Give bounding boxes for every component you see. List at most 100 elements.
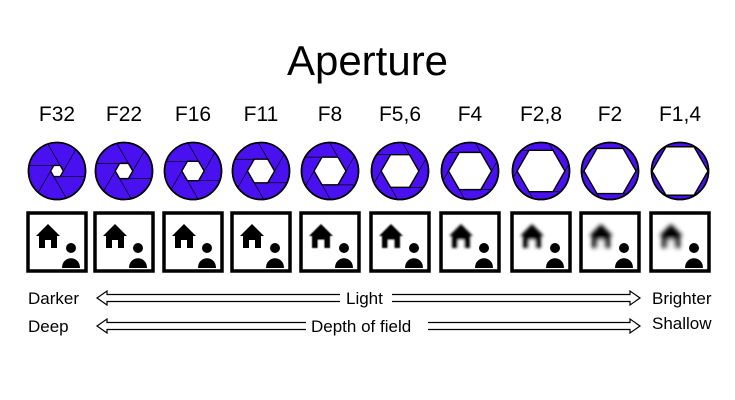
scene-frame-icon xyxy=(230,211,292,273)
person-icon xyxy=(129,243,147,268)
fstop-label: F32 xyxy=(38,103,76,126)
iris-blade-edge xyxy=(164,170,183,200)
iris-icon xyxy=(650,141,710,201)
house-icon xyxy=(240,224,264,248)
iris-blade-edge xyxy=(119,178,140,200)
house-icon xyxy=(589,224,613,248)
iris-opening xyxy=(380,153,420,189)
iris-blade-edge xyxy=(39,142,61,166)
fstop-label: F4 xyxy=(457,103,483,126)
iris-opening xyxy=(313,156,347,186)
iris-ring xyxy=(370,141,430,201)
iris-ring xyxy=(511,141,571,201)
person-icon xyxy=(405,243,423,268)
depth-left-label: Deep xyxy=(28,317,69,336)
person-icon xyxy=(685,243,703,268)
house-icon xyxy=(659,224,683,248)
fstop-label: F2 xyxy=(597,103,623,126)
iris-ring xyxy=(27,141,87,201)
person-icon xyxy=(266,243,284,268)
house-icon xyxy=(379,224,403,248)
iris-opening xyxy=(516,149,566,193)
scene-frame-icon xyxy=(369,211,431,273)
iris-opening xyxy=(180,160,206,182)
iris-blade-edge xyxy=(390,187,411,200)
iris-icon xyxy=(94,141,154,201)
scene-frame-icon xyxy=(93,211,155,273)
scene-frame-icon xyxy=(579,211,641,273)
iris-icon xyxy=(580,141,640,201)
depth-center-label: Depth of field xyxy=(311,317,412,336)
light-left-label: Darker xyxy=(28,289,80,308)
depth-right-label: Shallow xyxy=(652,314,712,333)
light-label-gap xyxy=(340,289,392,307)
iris-opening xyxy=(583,147,637,195)
iris-ring xyxy=(94,141,154,201)
iris-icon xyxy=(163,141,223,201)
iris-ring xyxy=(440,141,500,201)
iris-blade-edge xyxy=(30,170,51,200)
iris-blade-edge xyxy=(253,182,275,200)
person-icon xyxy=(335,243,353,268)
light-right-label: Brighter xyxy=(652,289,712,308)
iris-blade-edge xyxy=(187,180,208,200)
fstop-label: F2,8 xyxy=(519,103,563,126)
iris-blade-edge xyxy=(132,142,153,172)
iris-icon xyxy=(370,141,430,201)
iris-ring xyxy=(163,141,223,201)
iris-icon xyxy=(27,141,87,201)
fstop-label: F22 xyxy=(105,103,143,126)
house-icon xyxy=(449,224,473,248)
light-center-label: Light xyxy=(346,289,383,308)
iris-icon xyxy=(231,141,291,201)
house-icon xyxy=(103,224,127,248)
fstop-label: F8 xyxy=(317,103,343,126)
person-icon xyxy=(198,243,216,268)
iris-opening xyxy=(246,158,276,184)
iris-blade-edge xyxy=(95,170,116,200)
iris-ring xyxy=(650,141,710,201)
person-icon xyxy=(475,243,493,268)
iris-blade-edge xyxy=(371,170,382,200)
iris-blade-edge xyxy=(178,142,199,162)
iris-blade-edge xyxy=(458,189,480,200)
scene-frame-icon xyxy=(162,211,224,273)
iris-icon xyxy=(440,141,500,201)
iris-opening xyxy=(447,151,493,191)
fstop-label: F1,4 xyxy=(658,103,702,126)
iris-blade-edge xyxy=(53,176,75,200)
scene-frame-icon xyxy=(439,211,501,273)
person-icon xyxy=(546,243,564,268)
iris-blade-edge xyxy=(321,184,343,200)
scene-frame-icon xyxy=(299,211,361,273)
depth-label-gap xyxy=(306,317,428,335)
iris-ring xyxy=(580,141,640,201)
person-icon xyxy=(615,243,633,268)
person-icon xyxy=(62,243,80,268)
iris-blade-edge xyxy=(63,142,84,172)
iris-blade-edge xyxy=(460,142,482,153)
house-icon xyxy=(172,224,196,248)
iris-blade-edge xyxy=(491,142,499,172)
iris-ring xyxy=(231,141,291,201)
scene-frame-icon xyxy=(649,211,711,273)
house-icon xyxy=(309,224,333,248)
iris-icon xyxy=(300,141,360,201)
iris-blade-edge xyxy=(203,142,222,172)
fstop-label: F16 xyxy=(174,103,212,126)
iris-blade-edge xyxy=(441,170,449,200)
iris-blade-edge xyxy=(108,142,129,164)
fstop-label: F11 xyxy=(243,103,279,126)
scene-frame-icon xyxy=(26,211,88,273)
iris-icon xyxy=(511,141,571,201)
house-icon xyxy=(520,224,544,248)
iris-opening xyxy=(114,162,134,180)
iris-opening xyxy=(49,164,65,178)
iris-blade-edge xyxy=(247,142,269,160)
diagram-title: Aperture xyxy=(286,37,449,84)
iris-blade-edge xyxy=(389,142,410,155)
house-icon xyxy=(36,224,60,248)
iris-ring xyxy=(300,141,360,201)
iris-blade-edge xyxy=(418,142,429,172)
